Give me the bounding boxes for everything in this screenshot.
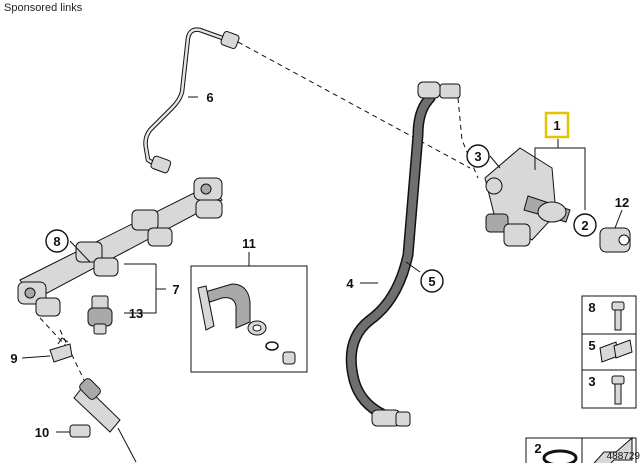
- callout-13[interactable]: 13: [129, 306, 143, 321]
- svg-text:13: 13: [129, 306, 143, 321]
- svg-text:2: 2: [534, 441, 541, 456]
- nut-part-12: [599, 227, 631, 253]
- leader-lines: [21, 96, 623, 433]
- kit-box-3[interactable]: 3: [581, 369, 637, 409]
- callout-7[interactable]: 7: [172, 282, 179, 297]
- callout-6[interactable]: 6: [206, 90, 213, 105]
- pressure-sensor-part-13: [87, 295, 113, 335]
- callout-11[interactable]: 11: [242, 236, 256, 251]
- callout-8[interactable]: 8: [45, 229, 69, 253]
- injector-part-10: [69, 378, 137, 463]
- kit-box-2-ring[interactable]: 2: [525, 437, 583, 463]
- fuel-line-part-6: [143, 27, 240, 174]
- seal-kit-box-part-11: [190, 265, 308, 373]
- svg-text:2: 2: [581, 218, 588, 233]
- svg-text:8: 8: [588, 300, 595, 315]
- callout-5[interactable]: 5: [420, 269, 444, 293]
- svg-text:10: 10: [35, 425, 49, 440]
- fuel-hose-part-4-5: [345, 81, 461, 427]
- svg-text:1: 1: [553, 118, 560, 133]
- dashed-connector-6-pump: [237, 41, 471, 169]
- svg-text:9: 9: [10, 351, 17, 366]
- high-pressure-pump-part-1: [484, 147, 571, 247]
- callout-4[interactable]: 4: [346, 276, 354, 291]
- svg-text:7: 7: [172, 282, 179, 297]
- svg-text:3: 3: [588, 374, 595, 389]
- callout-9[interactable]: 9: [10, 351, 17, 366]
- clip-part-9: [49, 337, 73, 363]
- svg-text:5: 5: [588, 338, 595, 353]
- kit-box-8[interactable]: 8: [581, 295, 637, 335]
- svg-text:4: 4: [346, 276, 354, 291]
- kit-box-5[interactable]: 5: [581, 333, 637, 371]
- svg-text:11: 11: [242, 236, 256, 251]
- dashed-connector-rail-9: [39, 317, 67, 347]
- svg-text:6: 6: [206, 90, 213, 105]
- sponsored-links-label[interactable]: Sponsored links: [4, 2, 83, 14]
- reference-arrow-box: [581, 436, 637, 463]
- callout-2[interactable]: 2: [573, 213, 597, 237]
- svg-text:8: 8: [53, 234, 60, 249]
- svg-text:5: 5: [428, 274, 435, 289]
- diagram-reference-number: 488729: [607, 451, 641, 462]
- callout-1[interactable]: 1: [544, 111, 570, 139]
- svg-text:3: 3: [474, 149, 481, 164]
- callout-12[interactable]: 12: [615, 195, 629, 210]
- callout-10[interactable]: 10: [35, 425, 49, 440]
- callout-3[interactable]: 3: [466, 144, 490, 168]
- svg-text:12: 12: [615, 195, 629, 210]
- fuel-rail: [17, 177, 223, 317]
